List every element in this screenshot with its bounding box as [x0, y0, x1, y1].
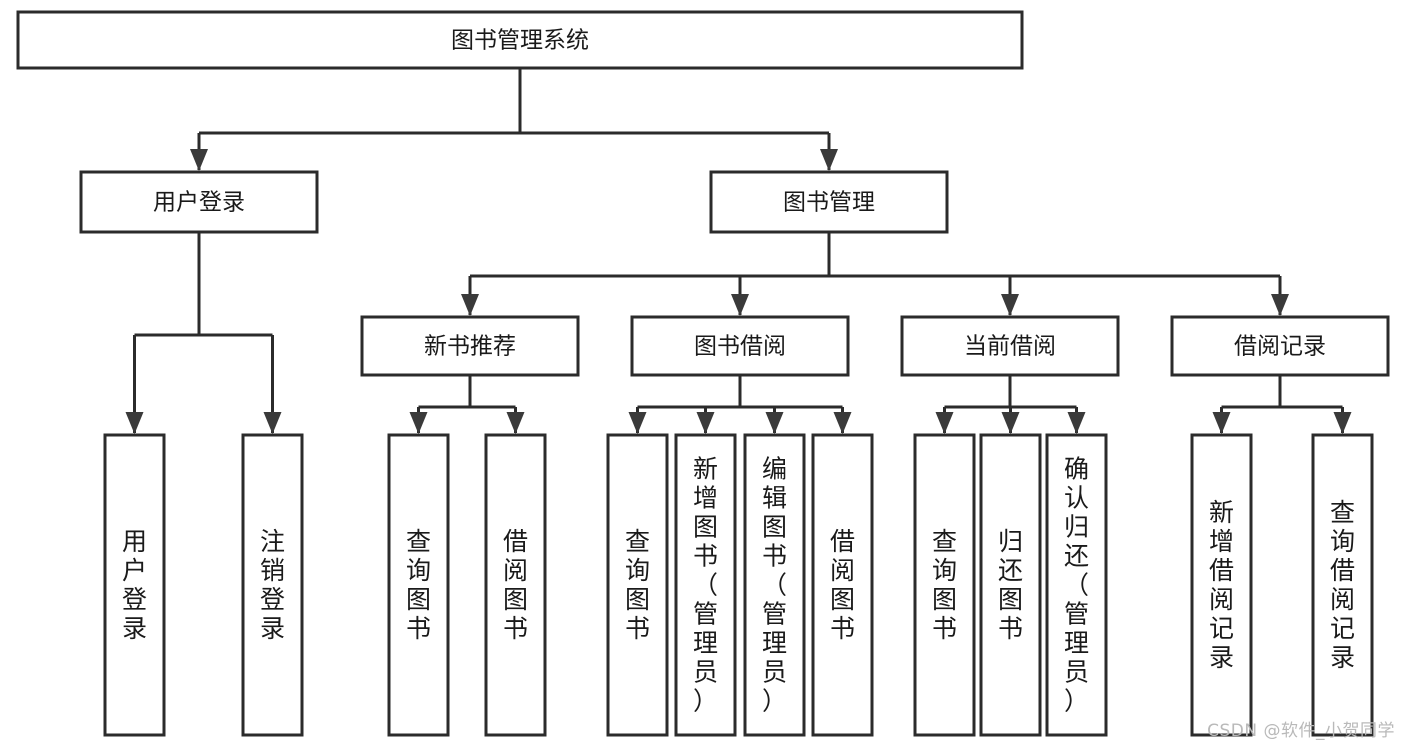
node-leaf-cur-query-book[interactable]: 查询图书 — [913, 433, 976, 737]
arrow-head-icon — [696, 412, 715, 434]
arrow-head-icon — [833, 412, 852, 434]
node-box — [979, 433, 1042, 737]
arrow-head-icon — [765, 412, 784, 434]
node-leaf-cur-confirm-return[interactable]: 确认归还（管理员） — [1045, 433, 1108, 737]
node-box — [1311, 433, 1374, 737]
node-borrow-record[interactable]: 借阅记录 — [1170, 315, 1390, 377]
node-label: 新增借阅记录 — [1209, 498, 1234, 672]
node-label: 当前借阅 — [964, 334, 1056, 360]
node-label: 新书推荐 — [424, 334, 516, 360]
node-label: 查询借阅记录 — [1330, 498, 1355, 672]
node-leaf-rec-query-record[interactable]: 查询借阅记录 — [1311, 433, 1374, 737]
node-leaf-cur-return-book[interactable]: 归还图书 — [979, 433, 1042, 737]
node-label: 借阅图书 — [503, 527, 528, 643]
node-box — [241, 433, 304, 737]
node-box — [79, 170, 319, 234]
node-leaf-borrow-edit-book[interactable]: 编辑图书（管理员） — [743, 433, 806, 737]
node-current-borrow[interactable]: 当前借阅 — [900, 315, 1120, 377]
node-book-manage[interactable]: 图书管理 — [709, 170, 949, 234]
node-box — [606, 433, 669, 737]
node-label: 新增图书（管理员） — [693, 455, 718, 716]
arrow-head-icon — [125, 412, 144, 434]
arrow-head-icon — [935, 412, 954, 434]
node-box — [743, 433, 806, 737]
node-label: 确认归还（管理员） — [1064, 455, 1089, 716]
arrow-head-icon — [1212, 412, 1231, 434]
node-box — [1190, 433, 1253, 737]
node-box — [900, 315, 1120, 377]
node-new-book-rec[interactable]: 新书推荐 — [360, 315, 580, 377]
node-label: 借阅记录 — [1234, 334, 1326, 360]
csdn-watermark: CSDN @软件_小贺同学 — [1207, 721, 1395, 741]
node-label: 编辑图书（管理员） — [762, 455, 787, 716]
node-leaf-borrow-add-book[interactable]: 新增图书（管理员） — [674, 433, 737, 737]
node-leaf-borrow-borrow-book[interactable]: 借阅图书 — [811, 433, 874, 737]
node-leaf-rec-query-book[interactable]: 查询图书 — [387, 433, 450, 737]
arrow-head-icon — [263, 412, 282, 434]
node-box — [1170, 315, 1390, 377]
node-box — [1045, 433, 1108, 737]
arrow-head-icon — [1271, 294, 1289, 316]
node-box — [16, 10, 1024, 70]
node-label: 归还图书 — [998, 527, 1023, 643]
node-leaf-rec-add-record[interactable]: 新增借阅记录 — [1190, 433, 1253, 737]
arrow-head-icon — [1001, 412, 1020, 434]
node-box — [913, 433, 976, 737]
connectors-layer — [125, 68, 1352, 434]
node-box — [811, 433, 874, 737]
node-box — [630, 315, 850, 377]
nodes-layer: 图书管理系统用户登录图书管理新书推荐图书借阅当前借阅借阅记录用户登录注销登录查询… — [16, 10, 1390, 737]
node-label: 用户登录 — [122, 527, 147, 643]
arrow-head-icon — [190, 149, 208, 171]
node-box — [103, 433, 166, 737]
arrow-head-icon — [731, 294, 749, 316]
node-book-borrow[interactable]: 图书借阅 — [630, 315, 850, 377]
node-leaf-borrow-query-book[interactable]: 查询图书 — [606, 433, 669, 737]
node-leaf-user-login[interactable]: 用户登录 — [103, 433, 166, 737]
node-box — [674, 433, 737, 737]
arrow-head-icon — [1001, 294, 1019, 316]
node-box — [360, 315, 580, 377]
node-label: 查询图书 — [406, 527, 431, 643]
arrow-head-icon — [1067, 412, 1086, 434]
node-label: 借阅图书 — [830, 527, 855, 643]
node-label: 注销登录 — [260, 527, 285, 643]
node-label: 查询图书 — [932, 527, 957, 643]
node-label: 图书管理系统 — [451, 28, 589, 54]
arrow-head-icon — [461, 294, 479, 316]
arrow-head-icon — [506, 412, 525, 434]
node-label: 图书借阅 — [694, 334, 786, 360]
node-label: 用户登录 — [153, 190, 245, 216]
node-root[interactable]: 图书管理系统 — [16, 10, 1024, 70]
arrow-head-icon — [409, 412, 428, 434]
node-leaf-user-logout[interactable]: 注销登录 — [241, 433, 304, 737]
arrow-head-icon — [1333, 412, 1352, 434]
node-label: 图书管理 — [783, 190, 875, 216]
node-box — [484, 433, 547, 737]
node-box — [387, 433, 450, 737]
node-leaf-rec-borrow-book[interactable]: 借阅图书 — [484, 433, 547, 737]
arrow-head-icon — [820, 149, 838, 171]
arrow-head-icon — [628, 412, 647, 434]
node-label: 查询图书 — [625, 527, 650, 643]
node-box — [709, 170, 949, 234]
node-user-login[interactable]: 用户登录 — [79, 170, 319, 234]
